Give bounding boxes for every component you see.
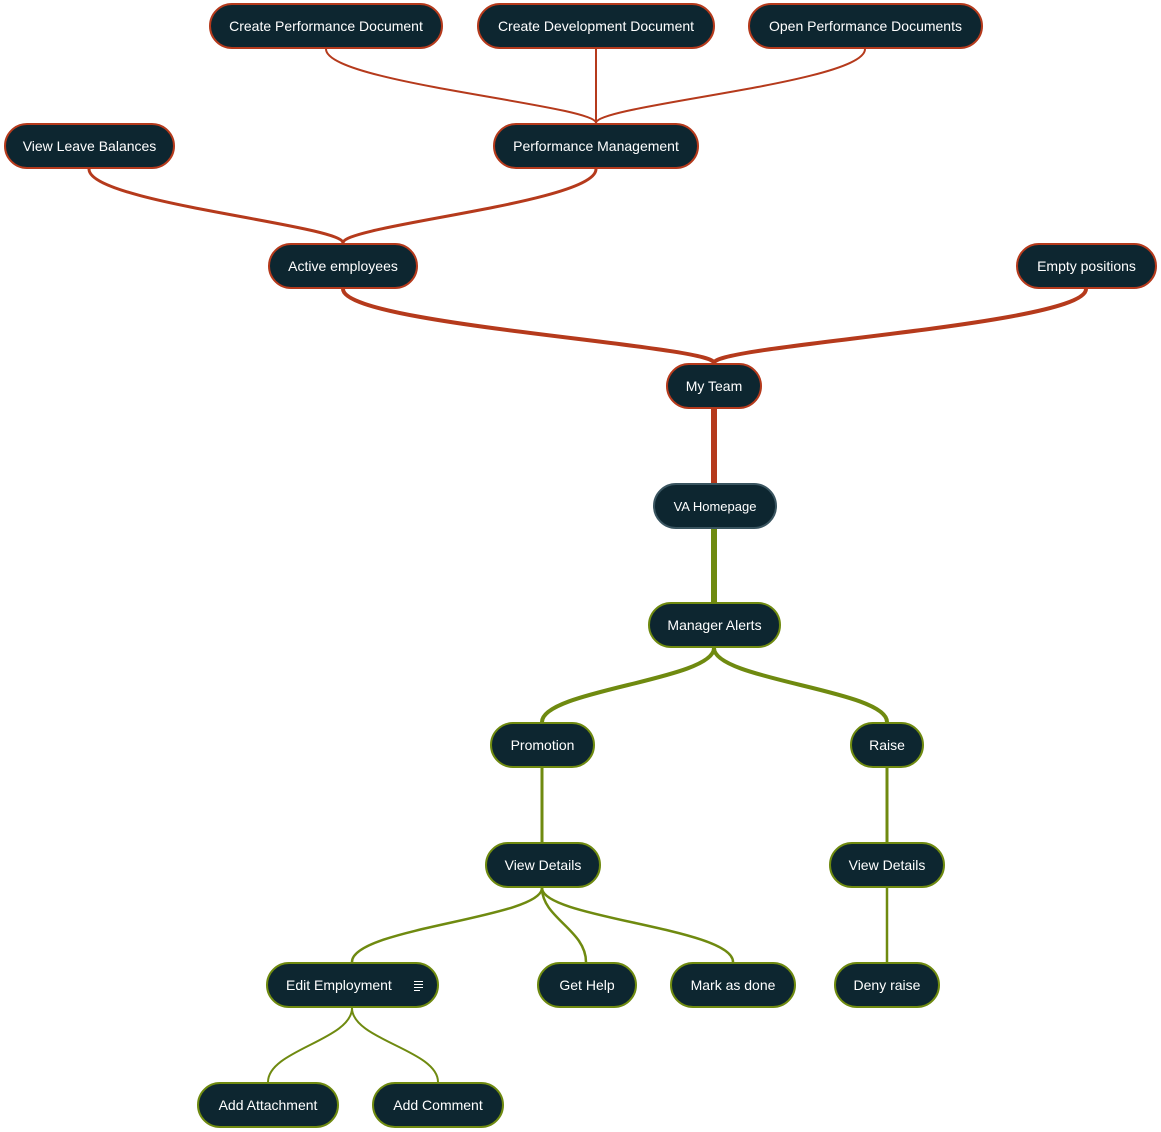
connector-performance-management-create-performance-document	[325, 48, 597, 124]
connector-manager-alerts-raise	[712, 646, 889, 724]
node-view-leave-balances[interactable]: View Leave Balances	[4, 123, 175, 169]
node-create-development-document[interactable]: Create Development Document	[477, 3, 715, 49]
node-view-details-promotion[interactable]: View Details	[485, 842, 601, 888]
node-edit-employment-label: Edit Employment	[286, 977, 392, 993]
node-empty-positions[interactable]: Empty positions	[1016, 243, 1157, 289]
connector-manager-alerts-promotion	[540, 646, 716, 724]
node-edit-employment[interactable]: Edit Employment	[266, 962, 439, 1008]
connector-edit-employment-add-comment	[351, 1007, 439, 1083]
node-manager-alerts[interactable]: Manager Alerts	[648, 602, 781, 648]
connector-edit-employment-add-attachment	[267, 1007, 353, 1083]
node-view-details-raise[interactable]: View Details	[829, 842, 945, 888]
node-get-help[interactable]: Get Help	[537, 962, 637, 1008]
node-mark-as-done[interactable]: Mark as done	[670, 962, 796, 1008]
node-active-employees[interactable]: Active employees	[268, 243, 418, 289]
connector-my-team-empty-positions	[712, 287, 1088, 365]
node-my-team[interactable]: My Team	[666, 363, 762, 409]
node-open-performance-documents[interactable]: Open Performance Documents	[748, 3, 983, 49]
connector-my-team-active-employees	[341, 287, 716, 365]
node-performance-management[interactable]: Performance Management	[493, 123, 699, 169]
connector-view-details-mark-as-done	[540, 886, 735, 964]
connector-active-employees-performance-management	[341, 167, 598, 245]
node-create-performance-document[interactable]: Create Performance Document	[209, 3, 443, 49]
connector-view-details-edit-employment	[350, 886, 544, 964]
node-add-comment[interactable]: Add Comment	[372, 1082, 504, 1128]
connector-active-employees-view-leave-balances	[87, 167, 345, 245]
connector-view-details-get-help	[540, 886, 588, 964]
node-deny-raise[interactable]: Deny raise	[834, 962, 940, 1008]
node-raise[interactable]: Raise	[850, 722, 924, 768]
node-va-homepage[interactable]: VA Homepage	[653, 483, 777, 529]
node-add-attachment[interactable]: Add Attachment	[197, 1082, 339, 1128]
note-icon	[414, 979, 423, 991]
connector-performance-management-open-performance-documents	[595, 48, 866, 124]
node-promotion[interactable]: Promotion	[490, 722, 595, 768]
